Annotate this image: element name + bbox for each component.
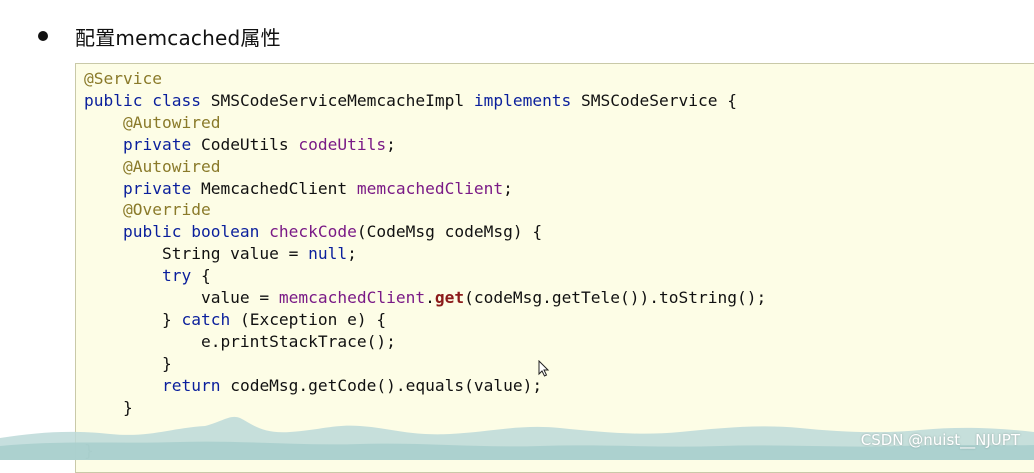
- code-token: memcachedClient: [356, 178, 504, 198]
- code-token: e.printStackTrace();: [84, 331, 396, 351]
- code-token: (CodeMsg codeMsg) {: [356, 222, 543, 242]
- code-token: @Autowired: [122, 156, 221, 176]
- code-token: codeMsg.getCode().equals(value);: [230, 375, 543, 395]
- code-lines: @Service public class SMSCodeServiceMemca…: [84, 68, 766, 462]
- code-line: @Autowired: [84, 112, 766, 134]
- code-token: get: [434, 288, 465, 308]
- code-token: return: [161, 375, 231, 395]
- code-line: try {: [84, 265, 766, 287]
- code-line: e.printStackTrace();: [84, 331, 766, 353]
- code-token: .: [425, 288, 435, 308]
- code-token: ;: [347, 244, 357, 264]
- code-token: }: [84, 353, 172, 373]
- code-line: private MemcachedClient memcachedClient;: [84, 178, 766, 200]
- bullet-dot-icon: [38, 31, 48, 41]
- code-token: value =: [84, 288, 279, 308]
- code-line: @Autowired: [84, 156, 766, 178]
- code-token: [84, 376, 162, 395]
- code-token: (codeMsg.getTele()).toString();: [464, 288, 767, 308]
- code-line: }: [84, 397, 766, 419]
- code-block[interactable]: @Service public class SMSCodeServiceMemca…: [75, 63, 1034, 473]
- csdn-watermark: CSDN @nuist__NJUPT: [860, 431, 1020, 449]
- code-line: value = memcachedClient.get(codeMsg.getT…: [84, 287, 766, 309]
- code-token: checkCode: [269, 222, 357, 242]
- code-token: null: [308, 244, 348, 264]
- code-token: {: [200, 266, 211, 286]
- code-token: SMSCodeServiceMemcacheImpl: [210, 90, 474, 110]
- code-token: [84, 200, 123, 219]
- code-token: CodeUtils: [200, 134, 299, 154]
- code-token: [84, 157, 123, 176]
- code-line: public class SMSCodeServiceMemcacheImpl …: [84, 90, 766, 112]
- page-title: 配置memcached属性: [75, 25, 281, 50]
- code-token: memcachedClient: [278, 288, 426, 308]
- code-token: @Service: [84, 69, 162, 88]
- code-token: }: [84, 309, 182, 329]
- code-token: [84, 266, 162, 285]
- code-token: ;: [503, 178, 513, 198]
- code-token: MemcachedClient: [200, 178, 357, 198]
- code-token: [84, 113, 123, 132]
- code-token: private: [122, 134, 201, 154]
- decorative-wave-footer: [0, 416, 1034, 460]
- code-line: }: [84, 353, 766, 375]
- code-token: [84, 222, 123, 241]
- mouse-cursor-icon: [538, 360, 550, 377]
- code-line: private CodeUtils codeUtils;: [84, 134, 766, 156]
- code-token: [84, 179, 123, 198]
- code-line: @Override: [84, 199, 766, 221]
- heading-row: 配置memcached属性: [38, 20, 281, 52]
- code-token: ;: [386, 134, 396, 154]
- code-line: String value = null;: [84, 243, 766, 265]
- code-line: @Service: [84, 68, 766, 90]
- code-token: [84, 135, 123, 154]
- code-token: }: [84, 397, 133, 417]
- code-token: catch: [181, 309, 240, 329]
- code-line: public boolean checkCode(CodeMsg codeMsg…: [84, 221, 766, 243]
- code-token: private: [122, 178, 201, 198]
- code-token: implements: [473, 90, 582, 110]
- code-token: (Exception e) {: [239, 309, 387, 329]
- code-token: SMSCodeService {: [581, 90, 737, 110]
- code-token: String value =: [84, 244, 309, 264]
- code-token: @Override: [122, 200, 211, 220]
- code-token: codeUtils: [298, 134, 387, 154]
- code-token: public class: [84, 90, 211, 110]
- code-token: public boolean: [122, 222, 270, 242]
- code-token: try: [161, 266, 201, 286]
- code-line: } catch (Exception e) {: [84, 309, 766, 331]
- code-line: return codeMsg.getCode().equals(value);: [84, 375, 766, 397]
- code-token: @Autowired: [122, 112, 221, 132]
